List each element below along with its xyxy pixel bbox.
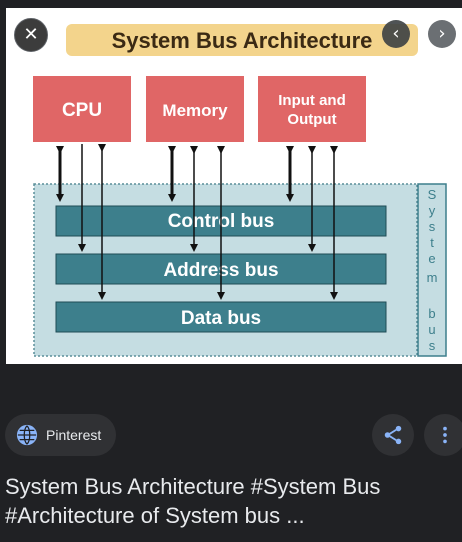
system-bus-letter: s [429, 338, 436, 353]
io-label-line2: Output [287, 111, 336, 128]
system-bus-letter: t [430, 235, 434, 250]
memory-label: Memory [162, 101, 228, 120]
system-bus-letter: m [427, 270, 438, 285]
system-bus-letter: e [428, 251, 435, 266]
source-chip[interactable]: Pinterest [5, 414, 116, 456]
io-box [258, 76, 366, 142]
title-banner [66, 24, 418, 56]
memory-box [146, 76, 244, 142]
cpu-box [33, 76, 131, 142]
system-bus-letter: S [428, 187, 437, 202]
io-label-line1: Input and [278, 92, 346, 109]
system-bus-label-box [417, 183, 447, 357]
globe-icon [16, 424, 38, 446]
data-bus-bar [55, 301, 387, 333]
system-bus-letter: y [429, 203, 436, 218]
caption-line-1: System Bus Architecture #System Bus [5, 474, 381, 499]
more-options-button[interactable] [424, 414, 462, 456]
system-bus-diagram: System Bus Architecture CPU Memory Input… [33, 24, 447, 357]
system-bus-letter: s [429, 219, 436, 234]
share-button[interactable] [372, 414, 414, 456]
system-bus-letter: b [428, 306, 435, 321]
chevron-left-icon[interactable]: ‹ [382, 20, 410, 48]
chevron-right-icon[interactable]: › [428, 20, 456, 48]
close-icon[interactable]: ✕ [14, 18, 48, 52]
caption-line-2: #Architecture of System bus ... [5, 503, 305, 528]
diagram-title: System Bus Architecture [112, 28, 373, 53]
source-label: Pinterest [46, 427, 102, 443]
cpu-label: CPU [62, 100, 102, 121]
image-caption-link[interactable]: System Bus Architecture #System Bus #Arc… [5, 472, 455, 530]
data-bus-label: Data bus [181, 308, 261, 329]
more-vert-icon [443, 426, 447, 444]
share-icon [384, 425, 402, 445]
system-bus-letter: u [428, 322, 435, 337]
image-preview[interactable]: System Bus Architecture CPU Memory Input… [6, 8, 462, 364]
